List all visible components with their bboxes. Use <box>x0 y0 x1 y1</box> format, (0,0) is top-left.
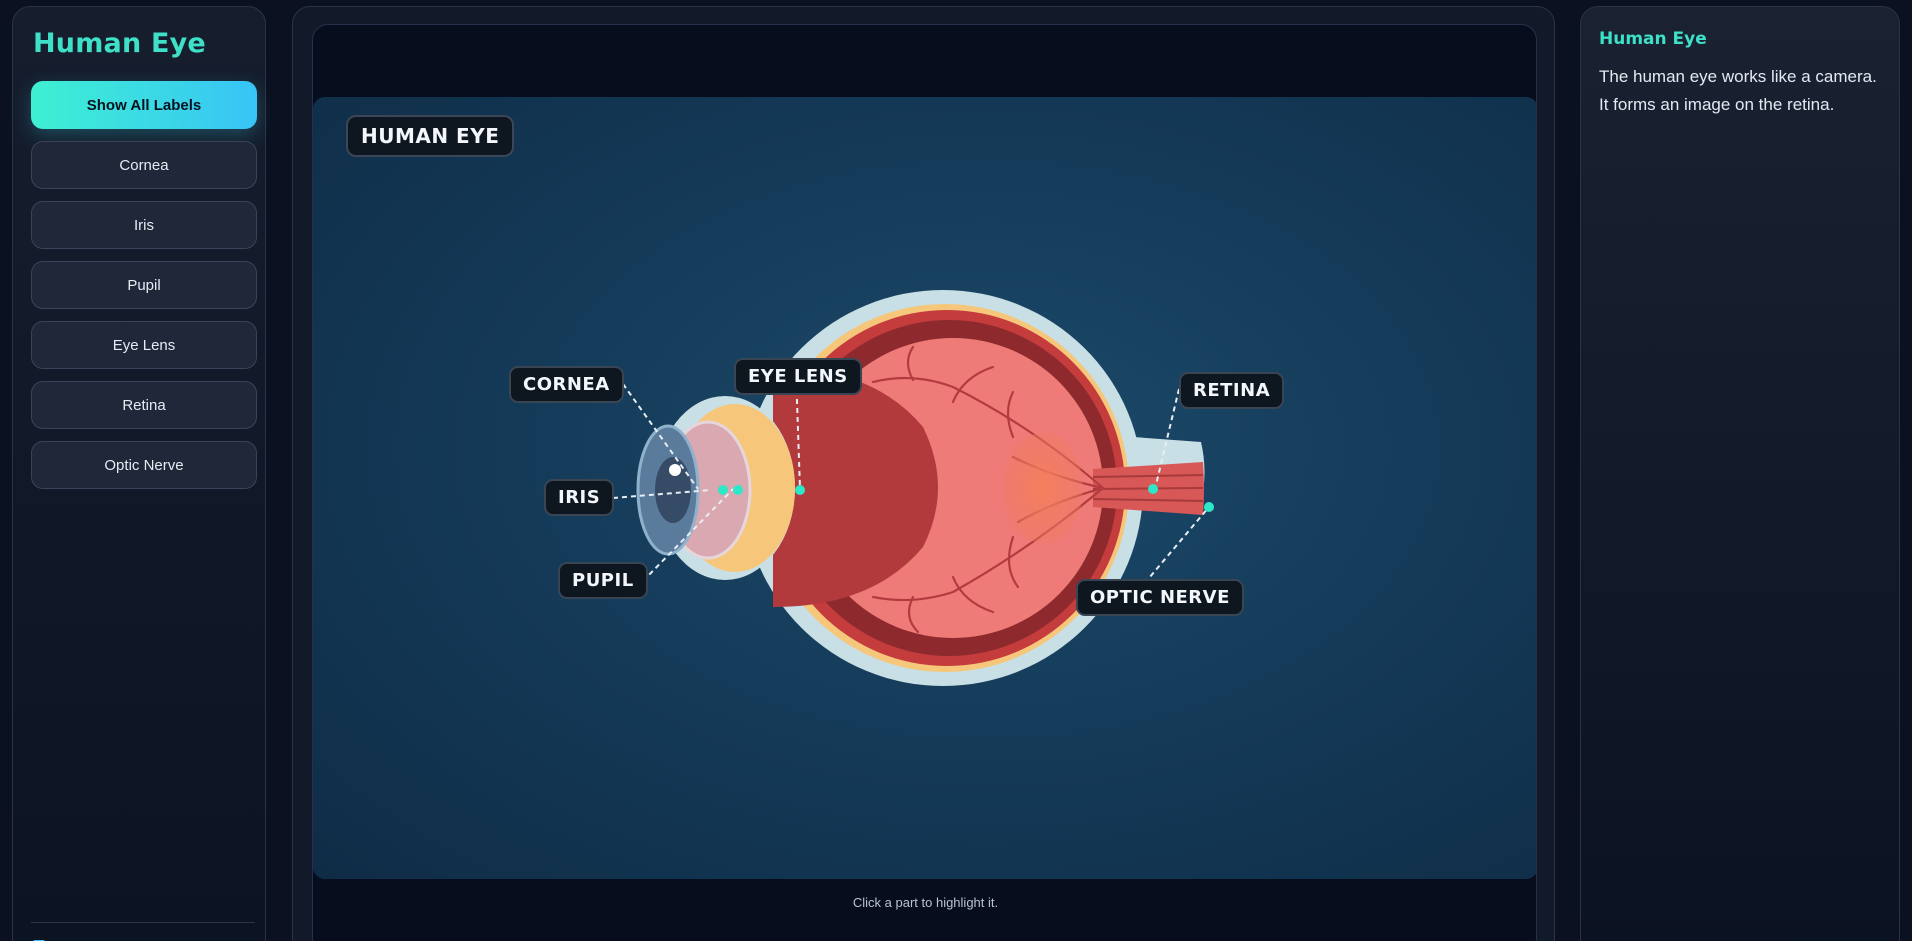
part-button-optic-nerve[interactable]: Optic Nerve <box>31 441 257 489</box>
optic-nerve-fibers <box>1092 474 1204 502</box>
label-eye-lens[interactable]: EYE LENS <box>734 358 862 395</box>
info-title: Human Eye <box>1599 29 1707 49</box>
diagram-stage: HUMAN EYE CORNEA EYE LENS RETINA IRIS PU… <box>313 97 1536 879</box>
info-description: The human eye works like a camera. It fo… <box>1599 67 1877 114</box>
hint-text: Click a part to highlight it. <box>852 895 999 910</box>
pupil[interactable] <box>655 457 691 523</box>
part-button-pupil[interactable]: Pupil <box>31 261 257 309</box>
part-button-retina[interactable]: Retina <box>31 381 257 429</box>
part-button-cornea[interactable]: Cornea <box>31 141 257 189</box>
label-retina[interactable]: RETINA <box>1179 372 1285 409</box>
eye-diagram <box>612 290 1214 686</box>
diagram-title: HUMAN EYE <box>346 115 515 157</box>
label-iris[interactable]: IRIS <box>544 479 615 516</box>
eye-highlight <box>669 464 681 476</box>
app-title: Human Eye <box>33 28 206 59</box>
sidebar: Human Eye Show All Labels Cornea Iris Pu… <box>12 6 266 941</box>
macula <box>1003 433 1083 543</box>
ciliary-region <box>773 367 938 607</box>
label-optic-nerve[interactable]: OPTIC NERVE <box>1076 579 1244 616</box>
part-button-eye-lens[interactable]: Eye Lens <box>31 321 257 369</box>
label-cornea[interactable]: CORNEA <box>509 366 624 403</box>
show-all-labels-button[interactable]: Show All Labels <box>31 81 257 129</box>
marker-dots <box>718 484 1214 512</box>
diagram-frame: HUMAN EYE CORNEA EYE LENS RETINA IRIS PU… <box>312 24 1537 941</box>
label-pupil[interactable]: PUPIL <box>558 562 648 599</box>
sidebar-divider <box>31 922 255 923</box>
info-panel: Human Eye The human eye works like a cam… <box>1580 6 1900 941</box>
part-button-iris[interactable]: Iris <box>31 201 257 249</box>
